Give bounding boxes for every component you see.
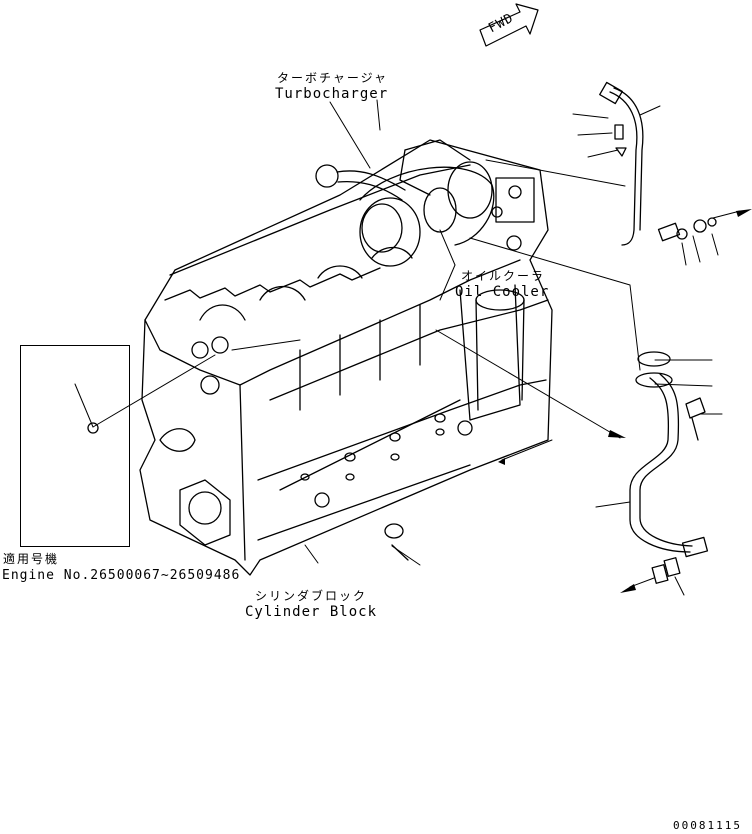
fwd-badge: FWD xyxy=(478,3,540,49)
cylinder-block-label-en: Cylinder Block xyxy=(245,604,378,620)
oil-cooler-label-en: Oil Cooler xyxy=(455,284,550,300)
fwd-arrow-icon xyxy=(479,3,539,47)
turbocharger xyxy=(315,139,535,267)
turbocharger-label-jp: ターボチャージャ xyxy=(277,71,389,85)
serial-heading-jp: 適用号機 xyxy=(3,552,60,566)
cylinder-block xyxy=(139,139,553,576)
turbocharger-label-en: Turbocharger xyxy=(275,86,389,102)
oil-return-pipe xyxy=(629,351,709,584)
arrow-icons xyxy=(498,209,752,593)
serial-range: Engine No.26500067~26509486 xyxy=(2,568,241,583)
leader-lines xyxy=(74,99,723,596)
oil-inlet-pipe xyxy=(599,81,717,246)
inset-bolt xyxy=(87,422,99,434)
serial-inset-frame xyxy=(20,345,130,547)
fwd-label: FWD xyxy=(486,10,517,37)
cylinder-block-label-jp: シリンダブロック xyxy=(255,589,368,603)
oil-cooler-label-jp: オイルクーラ xyxy=(461,269,546,283)
drawing-number: 00081115 xyxy=(673,819,742,832)
